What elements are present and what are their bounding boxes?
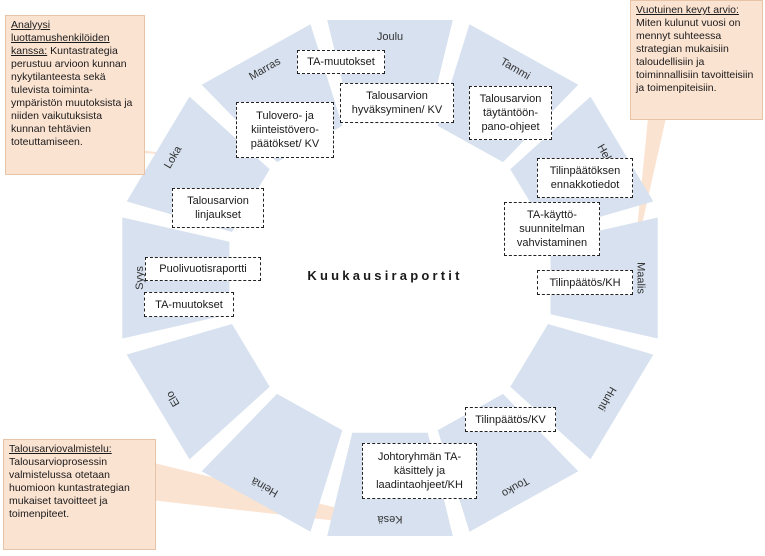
center-title: Kuukausiraportit — [307, 268, 463, 283]
month-segment-huhti — [510, 324, 654, 460]
task-talousarvion-hyvaksyminen: Talousarvion hyväksyminen/ KV — [340, 83, 454, 123]
task-ta-muutokset-left: TA-muutokset — [144, 292, 234, 317]
task-tilinpaatos-kv: Tilinpäätös/KV — [465, 407, 556, 432]
task-ta-kayttosuunnitelman: TA-käyttö- suunnitelman vahvistaminen — [504, 202, 600, 256]
callout-vuotuinen: Vuotuinen kevyt arvio: Miten kulunut vuo… — [630, 0, 763, 120]
callout-valmistelu-body: Talousarvioprosessin valmistelussa oteta… — [9, 456, 130, 520]
task-talousarvion-linjaukset: Talousarvion linjaukset — [172, 188, 264, 228]
month-label-kesa: Kesä — [377, 513, 403, 525]
task-johtoryhman: Johtoryhmän TA- käsittely ja laadintaohj… — [362, 443, 477, 499]
task-puolivuotisraportti: Puolivuotisraportti — [145, 257, 261, 281]
task-tulovero-kiinteistovero: Tulovero- ja kiinteistövero- päätökset/ … — [236, 102, 334, 158]
month-segment-elo — [126, 324, 270, 460]
task-ta-muutokset-top: TA-muutokset — [297, 50, 385, 74]
task-tilinpaatoksen-ennakkotiedot: Tilinpäätöksen ennakkotiedot — [537, 158, 633, 198]
month-label-joulu: Joulu — [377, 31, 403, 43]
callout-vuotuinen-body: Miten kulunut vuosi on mennyt suhteessa … — [636, 17, 754, 94]
callout-analyysi-body: Kuntastrategia perustuu arvioon kunnan n… — [11, 45, 133, 148]
callout-valmistelu: Talousarviovalmistelu: Talousarvioproses… — [3, 439, 156, 550]
callout-analyysi: Analyysi luottamushenkilöiden kanssa: Ku… — [5, 15, 145, 175]
month-label-syys: Syys — [134, 266, 146, 290]
month-label-maalis: Maalis — [634, 262, 646, 294]
callout-vuotuinen-heading: Vuotuinen kevyt arvio: — [636, 4, 739, 16]
task-tilinpaatos-kh: Tilinpäätös/KH — [537, 270, 633, 295]
task-talousarvion-taytantoonpano: Talousarvion täytäntöön- pano-ohjeet — [469, 86, 552, 140]
callout-valmistelu-heading: Talousarviovalmistelu: — [9, 443, 112, 455]
callout-analyysi-heading: Analyysi luottamushenkilöiden kanssa: — [11, 19, 110, 57]
month-segment-heina — [201, 393, 343, 532]
